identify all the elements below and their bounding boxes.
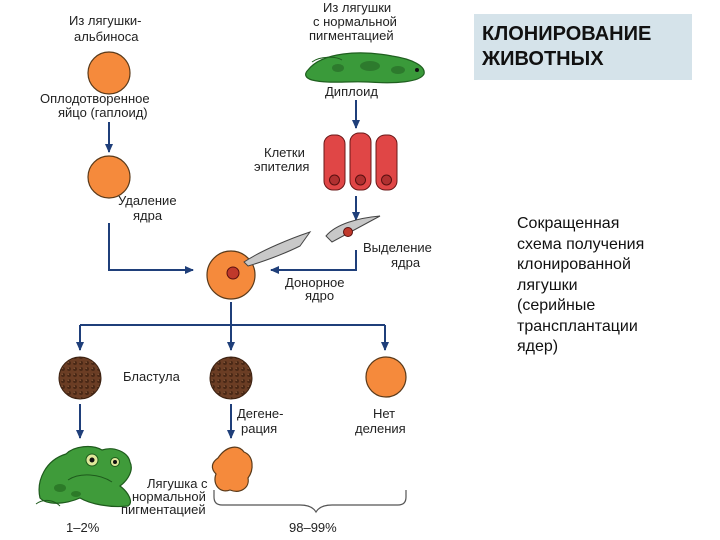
blastula-label: Бластула: [123, 369, 181, 384]
nodiv-label-line2: деления: [355, 421, 406, 436]
diploid-label: Диплоид: [325, 84, 378, 99]
caption-line: ядер): [517, 338, 559, 355]
cells-label-line2: эпителия: [254, 159, 309, 174]
egg-label-line2: яйцо (гаплоид): [58, 105, 148, 120]
degen-label-line1: Дегене-: [237, 406, 283, 421]
percent-label-left: 1–2%: [66, 520, 100, 535]
donor-nucleus: [226, 266, 240, 280]
caption: Сокращенная схема получения клонированно…: [517, 214, 707, 358]
caption-line: клонированной: [517, 256, 631, 273]
caption-line: Сокращенная: [517, 215, 620, 232]
frog-icon: [35, 445, 132, 508]
egg-label-line1: Оплодотворенное: [40, 91, 150, 106]
percent-label-right: 98–99%: [289, 520, 337, 535]
cells-label-line1: Клетки: [264, 145, 305, 160]
albino-label-line1: Из лягушки-: [69, 13, 142, 28]
arrow-removal-to-egg: [108, 223, 194, 274]
normal-label-line1: Из лягушки: [323, 0, 391, 15]
arrow-extract-to-egg: [270, 250, 357, 274]
extract-pipette: [325, 215, 381, 243]
donor-label-line1: Донорное: [285, 275, 344, 290]
percent-brace: [213, 490, 407, 514]
title-line1: КЛОНИРОВАНИЕ: [482, 23, 652, 45]
albino-label-line2: альбиноса: [74, 29, 139, 44]
enucleated-egg: [87, 155, 131, 199]
tadpole-icon: [305, 52, 425, 84]
undivided-egg: [365, 356, 407, 398]
nodiv-label-line1: Нет: [373, 406, 395, 421]
blastula-centre: [209, 356, 253, 400]
removal-label-line2: ядра: [133, 208, 163, 223]
extracted-nucleus: [343, 227, 353, 237]
degen-label-line2: рация: [241, 421, 277, 436]
normal-label-line3: пигментацией: [309, 28, 394, 43]
albino-egg: [87, 51, 131, 95]
title-line2: ЖИВОТНЫХ: [482, 48, 604, 70]
frog-label-line1: Лягушка с: [147, 476, 208, 491]
caption-line: схема получения: [517, 235, 645, 253]
frog-label-line3: пигментацией: [121, 502, 206, 517]
caption-line: лягушки: [517, 276, 578, 294]
extract-label-line2: ядра: [391, 255, 421, 270]
normal-label-line2: с нормальной: [313, 14, 397, 29]
frog-label-line2: нормальной: [132, 489, 206, 504]
removal-label-line1: Удаление: [118, 193, 177, 208]
epithelial-cells: [323, 132, 398, 191]
title-box: КЛОНИРОВАНИЕ ЖИВОТНЫХ: [474, 14, 692, 80]
injection-pipette: [243, 231, 312, 267]
caption-line: трансплантации: [517, 317, 638, 335]
extract-label-line1: Выделение: [363, 240, 432, 255]
blastula-left: [58, 356, 102, 400]
donor-label-line2: ядро: [305, 288, 334, 303]
caption-line: (серийные: [517, 297, 596, 314]
degenerated-embryo: [211, 446, 253, 492]
